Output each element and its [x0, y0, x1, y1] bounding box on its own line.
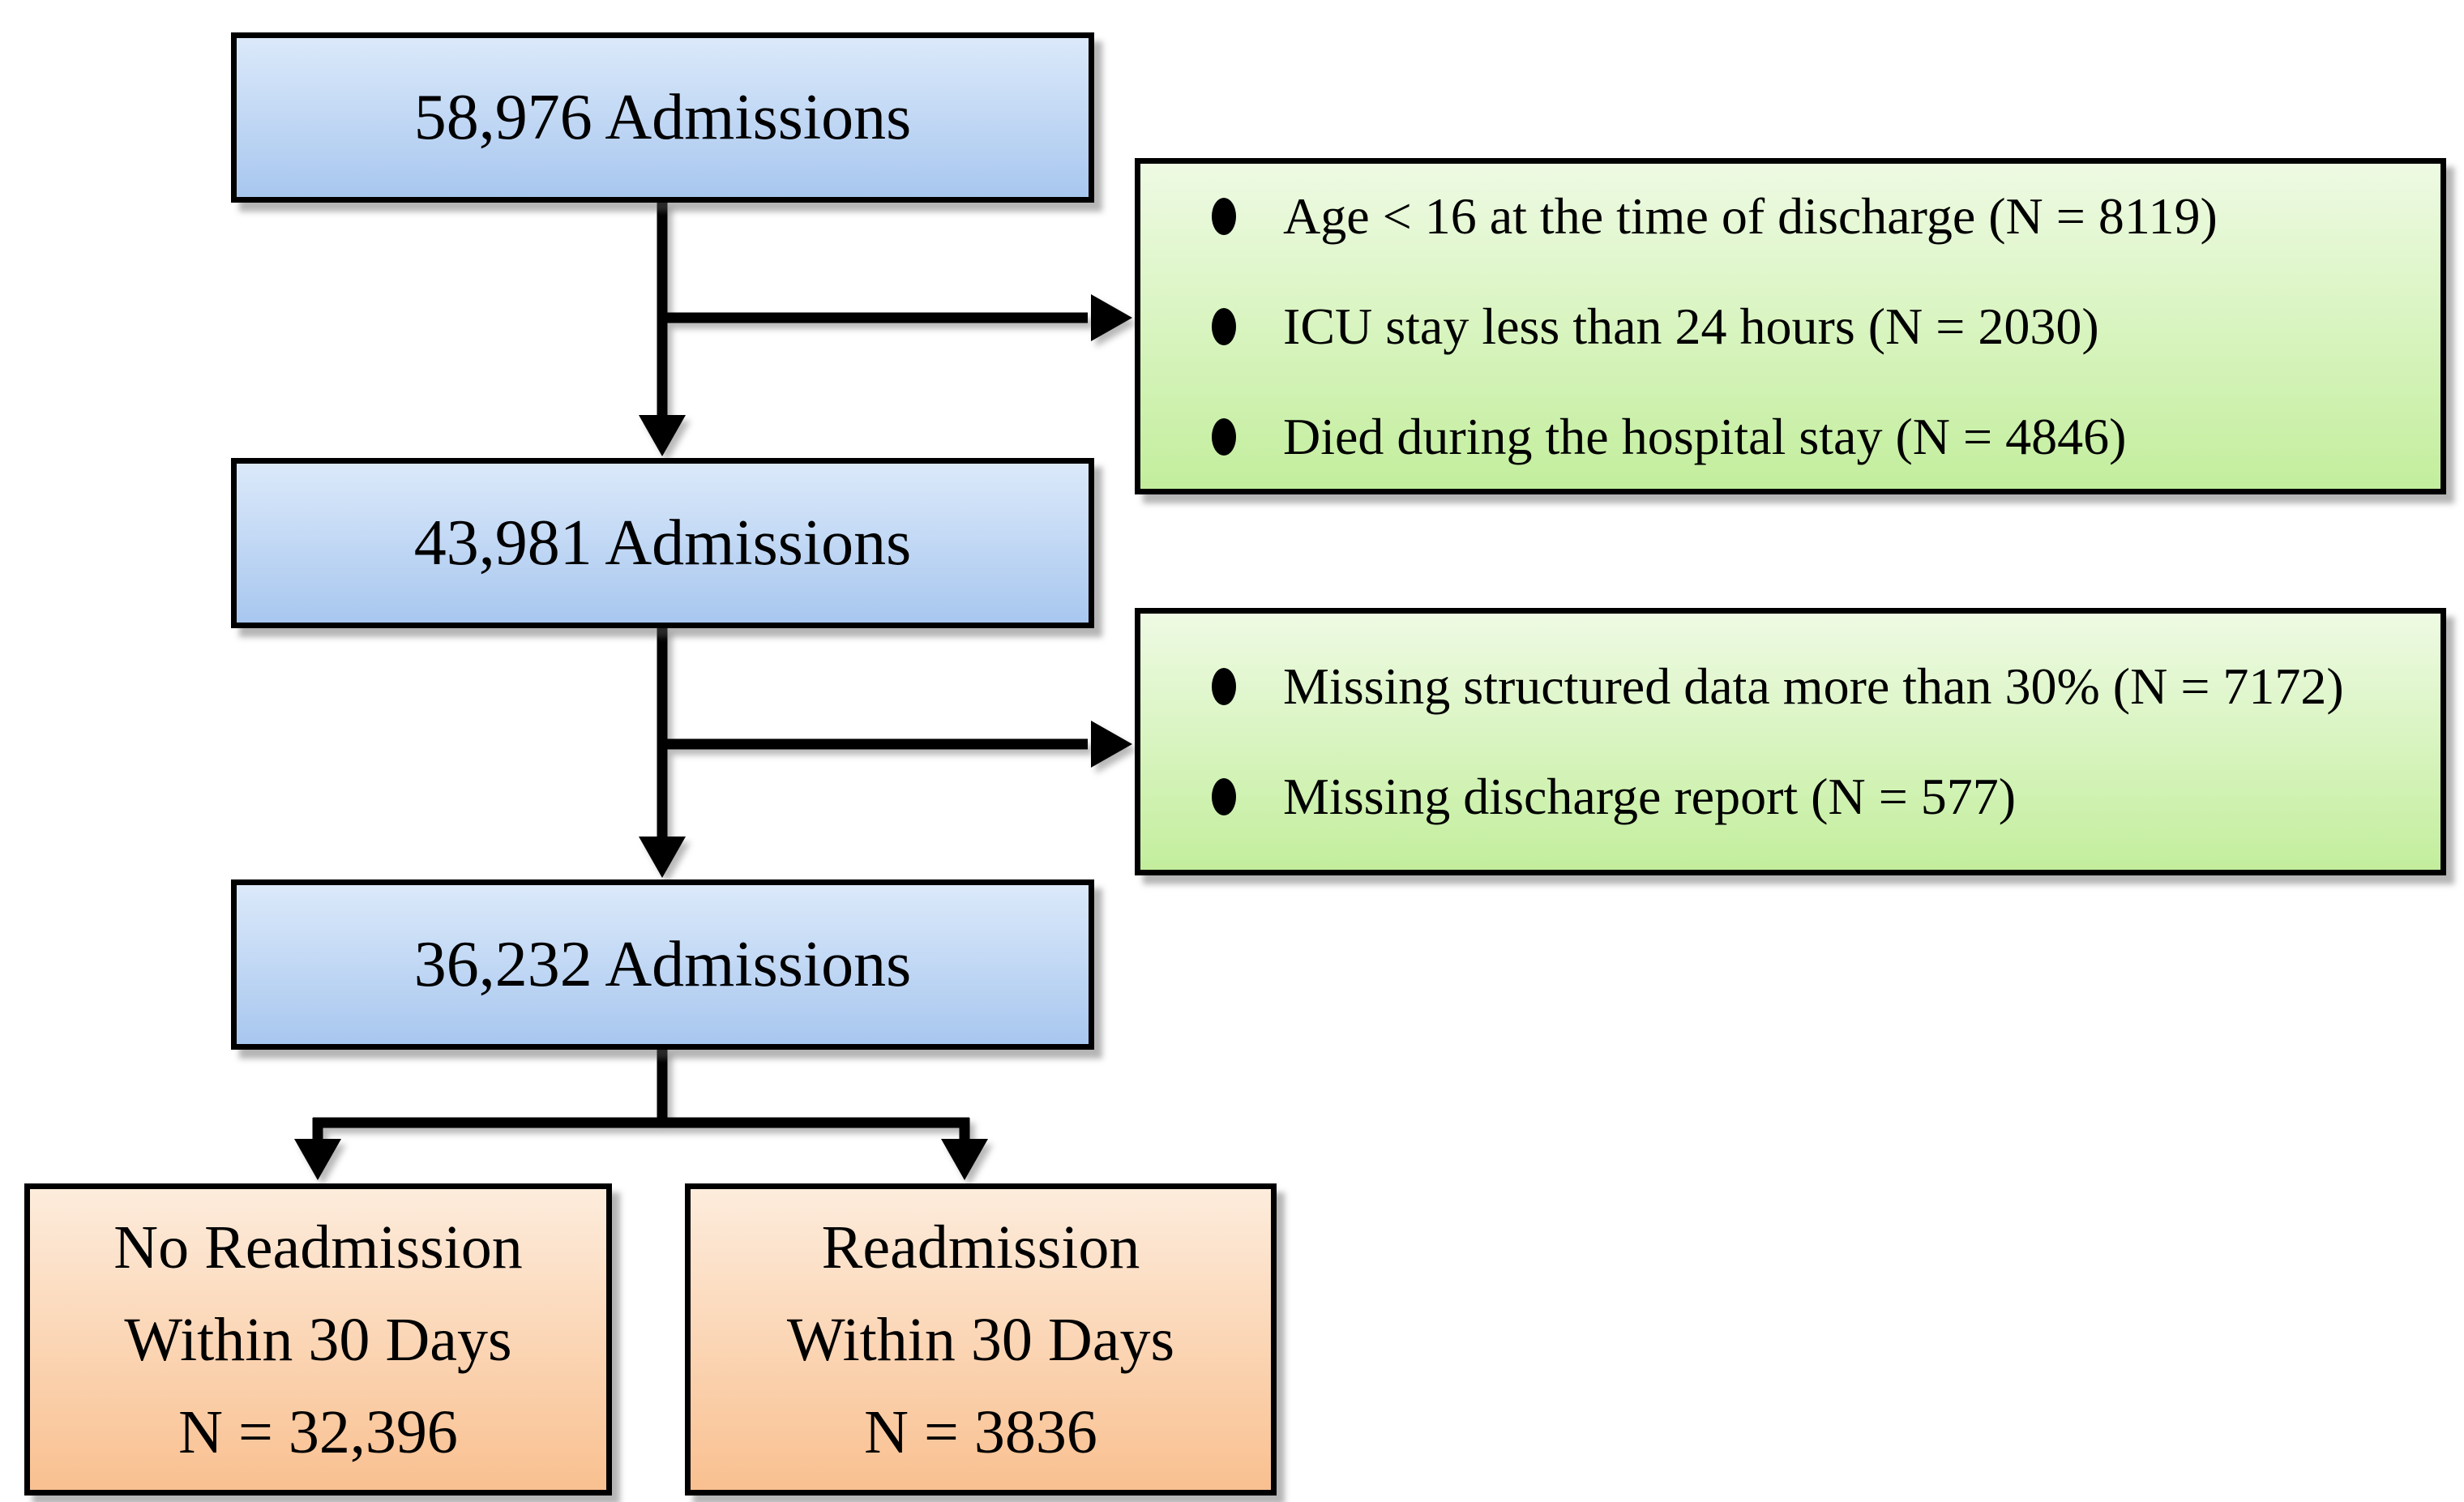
bullet-icon [1212, 778, 1236, 815]
exclusion-item: Missing structured data more than 30% (N… [1212, 657, 2408, 717]
exclusion-item-label: ICU stay less than 24 hours (N = 2030) [1283, 297, 2099, 355]
admissions-count-label: 43,981 Admissions [413, 507, 912, 579]
arrow-to-exclusions1 [657, 294, 1132, 341]
admissions-box-2: 43,981 Admissions [231, 458, 1094, 628]
arrow-to-exclusions2 [657, 721, 1132, 768]
outcome-line: Within 30 Days [786, 1305, 1175, 1374]
exclusion-item-label: Died during the hospital stay (N = 4846) [1283, 407, 2127, 465]
exclusion-item: ICU stay less than 24 hours (N = 2030) [1212, 297, 2408, 357]
bullet-icon [1212, 197, 1236, 235]
outcome-box-no-readmission: No Readmission Within 30 Days N = 32,396 [24, 1183, 612, 1496]
admissions-box-1: 58,976 Admissions [231, 32, 1094, 203]
exclusion-item-label: Age < 16 at the time of discharge (N = 8… [1283, 186, 2218, 245]
admissions-box-3: 36,232 Admissions [231, 879, 1094, 1050]
exclusion-item: Missing discharge report (N = 577) [1212, 767, 2408, 827]
outcome-line: N = 32,396 [178, 1397, 458, 1466]
arrow-admissions2-to-admissions3 [639, 628, 686, 878]
exclusion-box-1: Age < 16 at the time of discharge (N = 8… [1135, 158, 2446, 494]
exclusion-item: Age < 16 at the time of discharge (N = 8… [1212, 186, 2408, 246]
admissions-count-label: 58,976 Admissions [413, 81, 912, 153]
bullet-icon [1212, 307, 1236, 345]
outcome-line: N = 3836 [864, 1397, 1097, 1466]
outcome-line: No Readmission [113, 1213, 523, 1282]
arrow-admissions1-to-admissions2 [639, 203, 686, 456]
exclusion-item: Died during the hospital stay (N = 4846) [1212, 407, 2408, 467]
outcome-line: Within 30 Days [124, 1305, 512, 1374]
split-connector [294, 1050, 988, 1180]
exclusion-box-2: Missing structured data more than 30% (N… [1135, 608, 2446, 875]
bullet-icon [1212, 417, 1236, 456]
bullet-icon [1212, 668, 1236, 705]
admissions-count-label: 36,232 Admissions [413, 928, 912, 1000]
outcome-box-readmission: Readmission Within 30 Days N = 3836 [685, 1183, 1277, 1496]
exclusion-item-label: Missing structured data more than 30% (N… [1283, 657, 2344, 715]
outcome-line: Readmission [821, 1213, 1140, 1282]
exclusion-item-label: Missing discharge report (N = 577) [1283, 768, 2017, 825]
